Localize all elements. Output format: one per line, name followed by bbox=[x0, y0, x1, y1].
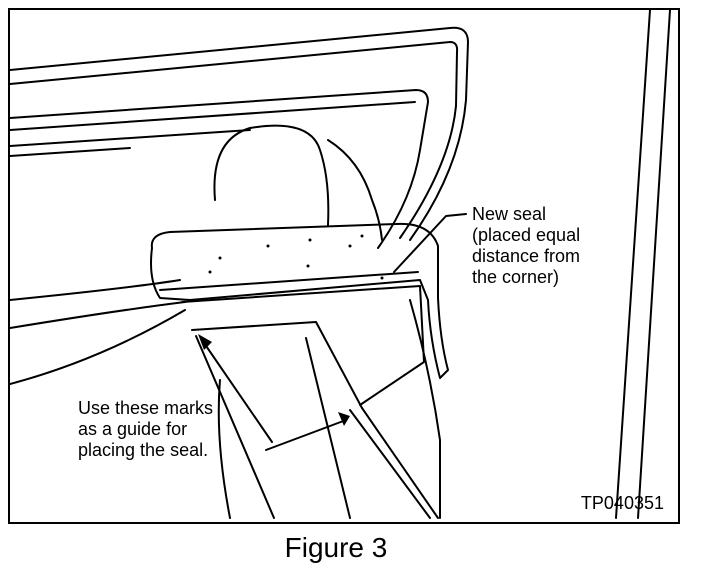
figure-code: TP040351 bbox=[580, 493, 664, 513]
outer-frame-edge bbox=[10, 26, 469, 241]
seat-headrest bbox=[213, 124, 330, 226]
channel-right-rail-inner bbox=[361, 407, 439, 519]
marks-callout: Use these marks as a guide for placing t… bbox=[78, 398, 214, 461]
callout-line: as a guide for bbox=[78, 419, 188, 439]
new-seal-leader bbox=[393, 213, 467, 273]
window-opening-edge bbox=[10, 89, 429, 249]
arrowhead-left bbox=[198, 334, 212, 350]
channel-inner bbox=[191, 321, 363, 409]
callout-line: (placed equal bbox=[472, 225, 581, 245]
glass-line bbox=[10, 147, 131, 157]
new-seal-bottom-edge bbox=[159, 271, 419, 291]
callout-line: Use these marks bbox=[78, 398, 214, 418]
door-edge-line bbox=[615, 10, 651, 519]
door-panel-line bbox=[10, 309, 186, 385]
channel-right-rail bbox=[349, 409, 431, 519]
new-seal-callout: New seal (placed equal distance from the… bbox=[472, 204, 581, 288]
door-panel-line bbox=[10, 279, 181, 301]
door-edge-line bbox=[637, 10, 671, 519]
seat-lower bbox=[217, 379, 231, 519]
callout-line: distance from bbox=[472, 246, 581, 266]
door-panel-line bbox=[10, 301, 186, 329]
callout-line: the corner) bbox=[472, 267, 560, 287]
arrowhead-right bbox=[338, 412, 350, 426]
door-pillar bbox=[409, 299, 441, 519]
callout-line: placing the seal. bbox=[78, 440, 209, 460]
marks-leader-2 bbox=[265, 419, 347, 451]
channel-outer bbox=[181, 285, 425, 406]
glass-line bbox=[10, 129, 251, 147]
new-seal-pad bbox=[150, 222, 449, 379]
channel-mid-rail bbox=[305, 337, 351, 519]
door-seal-illustration bbox=[10, 10, 671, 519]
callout-line: New seal bbox=[472, 204, 547, 224]
seal-texture bbox=[208, 234, 384, 280]
window-opening-inner bbox=[10, 101, 416, 131]
inner-frame-edge bbox=[10, 41, 459, 239]
seat-edge bbox=[327, 139, 383, 241]
figure-caption: Figure 3 bbox=[284, 532, 388, 563]
figure-frame: New seal (placed equal distance from the… bbox=[8, 8, 680, 524]
channel-left-rail bbox=[195, 335, 275, 519]
marks-leader-1 bbox=[201, 339, 273, 443]
